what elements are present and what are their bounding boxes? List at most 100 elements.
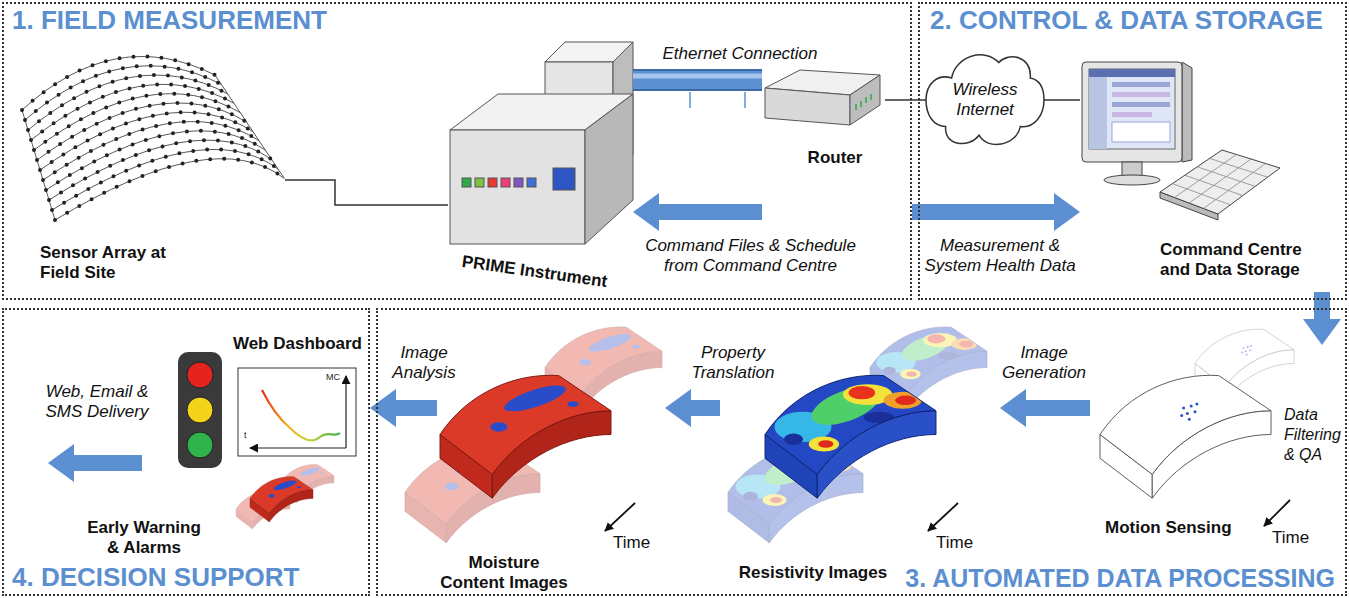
illustration-rect: [475, 178, 484, 187]
cable-ticks: [690, 92, 745, 108]
connector-line: [691, 400, 720, 416]
illustration-use: [250, 477, 313, 522]
axis-label: MC: [326, 372, 346, 383]
panel-title: 3. AUTOMATED DATA PROCESSING: [860, 563, 1335, 593]
edge-label: Image Generation: [1000, 343, 1088, 383]
connector-line: [633, 71, 762, 89]
illustration-use: [22, 56, 284, 220]
illustration-rect: [1112, 112, 1152, 117]
illustration-circle: [187, 362, 213, 388]
cloud-outline: [926, 55, 1044, 145]
illustration-line: [865, 97, 867, 103]
router-box: [765, 70, 880, 125]
stage-panel: 4. DECISION SUPPORT Web Dashboard: [2, 308, 370, 596]
illustration-g: [22, 56, 284, 220]
illustration-line: [1204, 164, 1266, 209]
node-label: Command Centre and Data Storage: [1160, 240, 1315, 280]
time-label: Time: [613, 533, 657, 553]
illustration-g: [22, 56, 284, 220]
illustration-rect: [527, 178, 536, 187]
illustration-polygon: [1160, 150, 1280, 214]
illustration-rect: [488, 178, 497, 187]
illustration-polygon: [850, 75, 880, 125]
illustration-path: [22, 110, 55, 220]
cloud: Wireless Internet: [926, 45, 1044, 155]
edge-label: Ethernet Connection: [660, 44, 820, 64]
illustration-rect: [1122, 162, 1142, 176]
node-label: Motion Sensing: [1105, 518, 1245, 538]
illustration-line: [250, 447, 346, 448]
router: Router: [762, 66, 885, 225]
arrow-head: [1000, 389, 1026, 427]
axis-label: t: [244, 430, 254, 441]
instrument-box: [450, 42, 633, 244]
panel-title: 4. DECISION SUPPORT: [12, 562, 352, 592]
time-label: Time: [936, 533, 980, 553]
node-label: Resistivity Images: [738, 563, 888, 583]
illustration-rect: [1082, 62, 1182, 162]
illustration-line: [855, 104, 857, 110]
illustration-g: [22, 56, 284, 220]
illustration-rect: [1112, 102, 1170, 107]
cable-line: [1044, 100, 1080, 101]
illustration-use: [1100, 375, 1271, 498]
edge-label: Data Filtering & QA: [1284, 405, 1346, 465]
illustration-line: [1264, 500, 1290, 526]
illustration-line: [744, 92, 746, 108]
node-label: Router: [788, 148, 882, 168]
motion-stack: [1100, 329, 1294, 498]
flow-arrow: [912, 193, 1080, 231]
illustration-polygon: [585, 94, 633, 244]
flow-arrow: [633, 193, 762, 231]
connector-line: [912, 204, 1054, 220]
time-label: Time: [1272, 528, 1316, 548]
illustration-rect: [501, 178, 510, 187]
sensor-mesh: [22, 56, 284, 220]
edge-label: Command Files & Schedule from Command Ce…: [628, 236, 873, 276]
delivery-arrow: [48, 444, 142, 482]
flow-arrow: [665, 389, 720, 427]
illustration-line: [605, 503, 635, 531]
arrow-head: [1303, 319, 1341, 345]
sensor-array: Sensor Array at Field Site: [15, 45, 285, 295]
illustration-rect: [450, 130, 585, 244]
connector-line: [633, 69, 762, 91]
resistivity-stack: [728, 327, 987, 543]
panel-title: 2. CONTROL & DATA STORAGE: [930, 5, 1340, 35]
edge-label: Image Analysis: [389, 343, 459, 383]
mini-stack: [236, 464, 334, 529]
arrow-head: [633, 193, 659, 231]
illustration-rect: [238, 368, 356, 456]
illustration-rect: [1089, 69, 1175, 77]
illustration-rect: [178, 352, 222, 468]
illustration-g: [1172, 155, 1267, 209]
image-stack: Moisture Content Images: [437, 335, 665, 595]
illustration-path: [31, 84, 234, 140]
illustration-line: [689, 92, 691, 108]
illustration-line: [928, 503, 958, 531]
delivery-label: Web, Email & SMS Delivery: [40, 382, 154, 422]
connector-line: [1044, 99, 1080, 101]
illustration-rect: [1112, 82, 1170, 87]
computer: [1082, 62, 1280, 220]
arrow-head: [665, 389, 691, 427]
traffic-light: [178, 352, 222, 468]
illustration-line: [345, 376, 346, 448]
node-label: Sensor Array at Field Site: [40, 243, 180, 283]
illustration-line: [860, 101, 862, 107]
alarm-label: Early Warning & Alarms: [82, 518, 206, 558]
connector-line: [285, 180, 448, 205]
trend-chart: [238, 368, 356, 456]
illustration-path: [43, 122, 259, 180]
node-label: Web Dashboard: [226, 334, 362, 354]
connector-line: [396, 400, 437, 416]
connector-line: [1026, 400, 1090, 416]
illustration-ellipse: [1104, 175, 1160, 185]
computer: Command Centre and Data Storage: [1080, 58, 1340, 292]
ethernet-cable: [633, 76, 762, 80]
illustration-polygon: [765, 88, 850, 125]
illustration-rect: [1112, 92, 1170, 97]
illustration-rect: [553, 168, 575, 190]
